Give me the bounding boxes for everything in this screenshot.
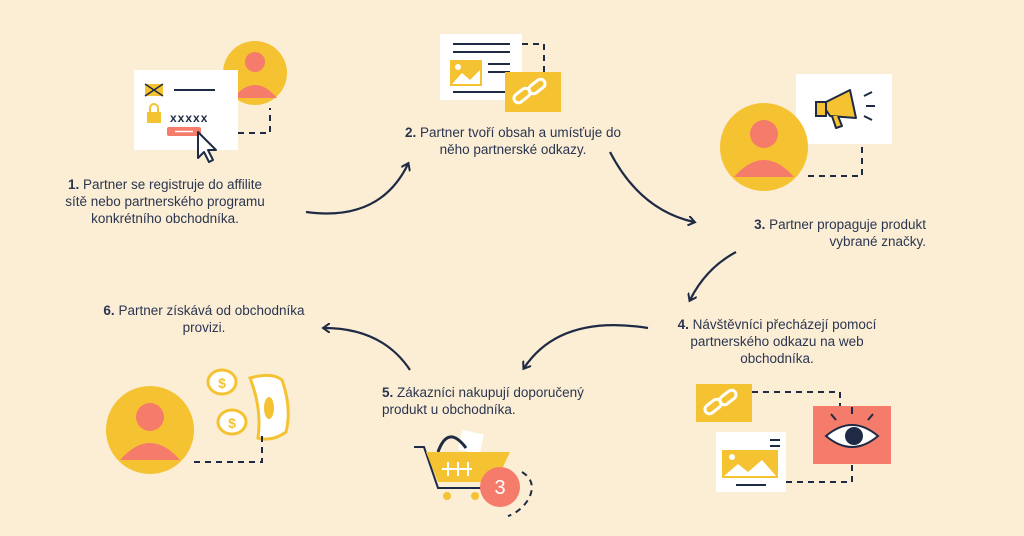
shopping-cart-illustration: 3 xyxy=(414,429,533,517)
coin-icon: $ xyxy=(216,408,248,436)
step-1-text: 1. Partner se registruje do affilite sít… xyxy=(60,176,270,227)
promotion-illustration xyxy=(720,74,892,191)
content-illustration xyxy=(440,34,561,112)
arrow-step1-to-step2 xyxy=(305,164,408,215)
arrow-step4-to-step5 xyxy=(524,324,649,368)
step-3-description: Partner propaguje produkt vybrané značky… xyxy=(769,217,926,249)
cursor-icon xyxy=(197,131,217,163)
envelope-icon xyxy=(144,83,164,97)
step-6-number: 6. xyxy=(103,303,115,318)
step-5-description: Zákazníci nakupují doporučený produkt u … xyxy=(382,385,584,417)
step-2-description: Partner tvoří obsah a umísťuje do něho p… xyxy=(420,125,621,157)
step-2-text: 2. Partner tvoří obsah a umísťuje do něh… xyxy=(398,124,628,158)
visitor-illustration xyxy=(696,384,891,492)
coin-icon: $ xyxy=(206,368,238,396)
step-4-description: Návštěvníci přecházejí pomocí partnerské… xyxy=(690,317,877,366)
step-4-text: 4. Návštěvníci přecházejí pomocí partner… xyxy=(656,316,898,367)
link-icon xyxy=(512,77,547,105)
step-5-text: 5. Zákazníci nakupují doporučený produkt… xyxy=(382,384,622,418)
step-5-number: 5. xyxy=(382,385,394,400)
cart-count: 3 xyxy=(494,477,505,499)
megaphone-icon xyxy=(815,89,875,129)
step-6-description: Partner získává od obchodníka provizi. xyxy=(118,303,305,335)
registration-illustration: xxxxx xyxy=(134,41,287,163)
arrow-step5-to-step6 xyxy=(324,328,411,371)
arrow-step2-to-step3 xyxy=(609,151,694,222)
banknote-icon xyxy=(247,373,290,441)
eye-icon xyxy=(824,407,880,448)
lock-icon xyxy=(147,103,161,123)
step-1-description: Partner se registruje do affilite sítě n… xyxy=(65,177,265,226)
step-1-number: 1. xyxy=(67,177,80,192)
step-4-number: 4. xyxy=(677,317,689,332)
arrow-step3-to-step4 xyxy=(690,251,737,300)
password-mask: xxxxx xyxy=(170,111,208,125)
svg-text:$: $ xyxy=(218,375,226,391)
step-3-text: 3. Partner propaguje produkt vybrané zna… xyxy=(726,216,926,250)
cart-count-badge xyxy=(480,467,520,507)
svg-text:$: $ xyxy=(228,415,236,431)
commission-illustration: $ $ xyxy=(106,368,290,474)
step-6-text: 6. Partner získává od obchodníka provizi… xyxy=(88,302,320,336)
step-2-number: 2. xyxy=(405,125,417,140)
step-3-number: 3. xyxy=(754,217,766,232)
